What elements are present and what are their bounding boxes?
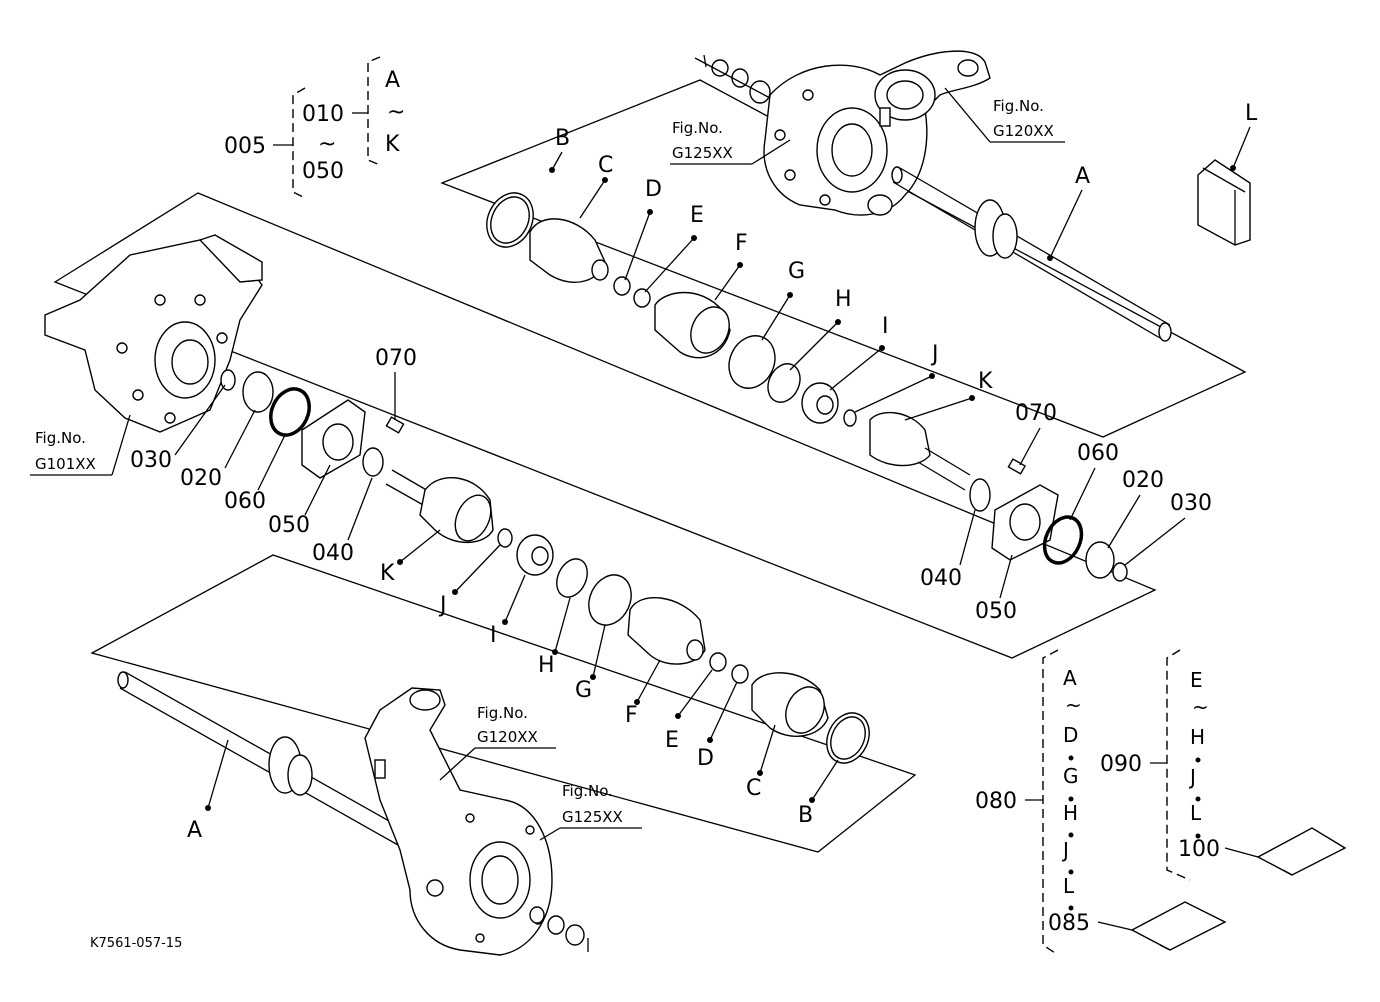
part-085-sheet (1130, 901, 1227, 951)
group-080-item-3: D (1063, 723, 1078, 747)
part-label-050-left: 050 (268, 513, 310, 538)
right-seal-parts (969, 458, 1128, 582)
group-005-bottom: 050 (302, 159, 344, 184)
part-label-K-upper: K (978, 369, 993, 394)
group-090-item-3: H (1190, 725, 1205, 749)
fig-no-label-g125-lower: Fig.No. (562, 782, 613, 800)
drawing-code: K7561-057-15 (90, 936, 182, 951)
part-label-030-right: 030 (1170, 491, 1212, 516)
fig-no-label-g120-lower: Fig.No. (477, 704, 528, 722)
group-005-range-top: A (385, 68, 400, 93)
middle-exploded-parts (385, 469, 870, 764)
group-080: 080 A ~ D G H J L 085 (975, 649, 1227, 956)
part-label-070-right: 070 (1015, 401, 1057, 426)
group-090-item-4: J (1188, 765, 1196, 789)
group-005-tilde: ~ (318, 132, 336, 157)
part-label-050-right: 050 (975, 599, 1017, 624)
part-100-sheet (1256, 827, 1347, 876)
part-label-A-lower: A (187, 818, 202, 843)
part-label-040-right: 040 (920, 566, 962, 591)
upper-shaft-frame (440, 79, 1247, 438)
group-080-item-2: ~ (1065, 693, 1082, 717)
group-080-item-5: H (1063, 801, 1078, 825)
part-label-G-upper: G (788, 259, 805, 284)
middle-shaft-frame (53, 192, 1157, 659)
upper-knuckle-assembly (694, 50, 991, 216)
part-label-H-upper: H (835, 287, 852, 312)
part-label-060-left: 060 (224, 489, 266, 514)
part-L-manual (1197, 159, 1251, 246)
fig-no-label-g125-upper: Fig.No. (672, 119, 723, 137)
part-label-070-left: 070 (375, 346, 417, 371)
part-label-E-middle: E (665, 728, 679, 753)
group-005: 005 010 ~ 050 A ~ K (224, 56, 405, 199)
part-label-020-left: 020 (180, 466, 222, 491)
group-080-item-6: J (1061, 838, 1069, 862)
lower-knuckle-assembly (364, 687, 589, 956)
upper-exploded-parts (486, 192, 971, 491)
group-005-top: 010 (302, 102, 344, 127)
fig-ref-g120-lower: G120XX (477, 728, 538, 746)
part-label-F-middle: F (625, 703, 638, 728)
group-090-item-5: L (1190, 801, 1202, 825)
group-080-item-1: A (1063, 666, 1077, 690)
part-label-040-left: 040 (312, 541, 354, 566)
left-gear-housing (44, 234, 405, 479)
part-label-J-upper: J (930, 342, 939, 367)
part-label-I-upper: I (882, 314, 889, 339)
part-label-060-right: 060 (1077, 441, 1119, 466)
group-005-range-tilde: ~ (387, 100, 405, 125)
part-label-D-middle: D (697, 746, 714, 771)
group-080-item-7: L (1063, 874, 1075, 898)
group-080-number: 080 (975, 789, 1017, 814)
group-090-item-1: E (1190, 668, 1203, 692)
part-label-K-middle: K (380, 561, 395, 586)
part-label-G-middle: G (575, 678, 592, 703)
part-label-A-upper: A (1075, 164, 1090, 189)
part-label-F-upper: F (735, 231, 748, 256)
group-085-number: 085 (1048, 911, 1090, 936)
lower-shaft-frame (90, 554, 917, 853)
group-100-number: 100 (1178, 837, 1220, 862)
part-label-L: L (1245, 101, 1258, 126)
lower-axle-shaft-A (117, 671, 406, 846)
fig-ref-g120-upper: G120XX (993, 122, 1054, 140)
fig-ref-g101: G101XX (35, 455, 96, 473)
group-090-number: 090 (1100, 752, 1142, 777)
part-label-020-right: 020 (1122, 468, 1164, 493)
part-label-C-upper: C (598, 153, 613, 178)
part-label-B-upper: B (555, 126, 570, 151)
part-label-030-left: 030 (130, 448, 172, 473)
part-label-C-middle: C (746, 776, 761, 801)
upper-axle-shaft-A (891, 166, 1172, 342)
part-label-B-middle: B (798, 803, 813, 828)
part-label-H-middle: H (538, 653, 555, 678)
fig-ref-g125-lower: G125XX (562, 808, 623, 826)
group-005-range-bottom: K (385, 132, 400, 157)
fig-no-label-g101: Fig.No. (35, 429, 86, 447)
group-090: 090 E ~ H J L 100 (1100, 649, 1347, 881)
part-label-E-upper: E (690, 203, 704, 228)
fig-ref-g125-upper: G125XX (672, 144, 733, 162)
part-label-J-middle: J (438, 593, 447, 618)
fig-no-label-g120-upper: Fig.No. (993, 97, 1044, 115)
part-label-D-upper: D (645, 177, 662, 202)
group-080-item-4: G (1063, 764, 1079, 788)
part-label-I-middle: I (490, 623, 497, 648)
group-005-number: 005 (224, 134, 266, 159)
group-090-item-2: ~ (1192, 695, 1209, 719)
